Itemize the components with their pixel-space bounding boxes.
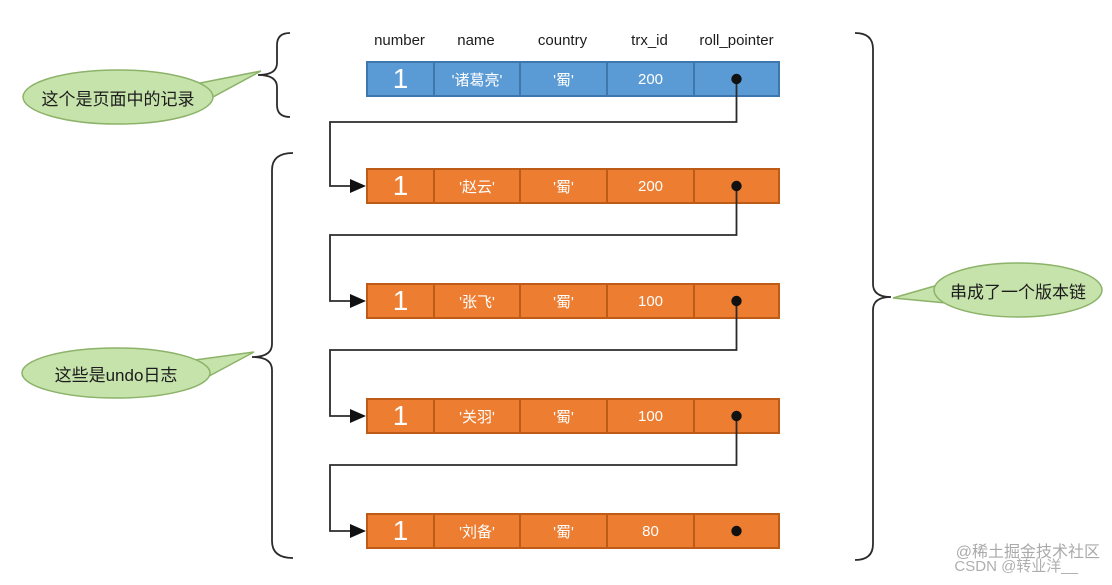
page-record-row: 1 '诸葛亮' '蜀' 200 [366,61,780,97]
undo-log-country: '蜀' [519,285,606,317]
arrowhead-icon [350,409,366,423]
callout-label-undo-logs: 这些是undo日志 [54,365,178,385]
page-record-country: '蜀' [519,63,606,95]
callout-label-page-record: 这个是页面中的记录 [41,89,195,109]
undo-log-number: 1 [392,285,409,316]
undo-log-roll-pointer-cell [693,170,778,202]
page-record-trx-id: 200 [606,63,693,95]
undo-log-trx-id: 200 [606,170,693,202]
undo-log-country: '蜀' [519,400,606,432]
undo-log-roll-pointer-cell [693,400,778,432]
brace-left-undo-logs [251,152,294,559]
page-record-number: 1 [392,63,409,94]
page-record-name: '诸葛亮' [433,63,519,95]
page-record-roll-pointer-cell [693,63,778,95]
undo-log-row: 1 '刘备' '蜀' 80 [366,513,780,549]
watermark-line1: @稀土掘金技术社区 [955,544,1100,561]
undo-log-roll-pointer-cell [693,515,778,547]
callout-label-version-chain: 串成了一个版本链 [950,282,1086,302]
undo-log-number: 1 [392,515,409,546]
column-headers: number name country trx_id roll_pointer [366,28,780,52]
undo-log-country: '蜀' [519,515,606,547]
brace-left-page-record [257,32,291,118]
undo-log-trx-id: 100 [606,400,693,432]
column-header-country: country [537,31,588,49]
watermark-line2: CSDN @转业洋__ [954,558,1078,575]
undo-log-row: 1 '赵云' '蜀' 200 [366,168,780,204]
column-header-roll-pointer: roll_pointer [699,31,774,49]
undo-log-trx-id: 80 [606,515,693,547]
undo-log-trx-id: 100 [606,285,693,317]
undo-log-number: 1 [392,400,409,431]
undo-log-name: '赵云' [433,170,519,202]
brace-right-version-chain [854,32,892,561]
undo-log-row: 1 '关羽' '蜀' 100 [366,398,780,434]
undo-log-row: 1 '张飞' '蜀' 100 [366,283,780,319]
column-header-name: name [457,31,495,49]
undo-log-roll-pointer-cell [693,285,778,317]
undo-log-country: '蜀' [519,170,606,202]
undo-log-name: '张飞' [433,285,519,317]
undo-log-number: 1 [392,170,409,201]
arrowhead-icon [350,524,366,538]
undo-log-name: '关羽' [433,400,519,432]
arrowhead-icon [350,294,366,308]
undo-log-name: '刘备' [433,515,519,547]
column-header-number: number [374,31,425,49]
arrowhead-icon [350,179,366,193]
column-header-trx-id: trx_id [631,31,668,49]
